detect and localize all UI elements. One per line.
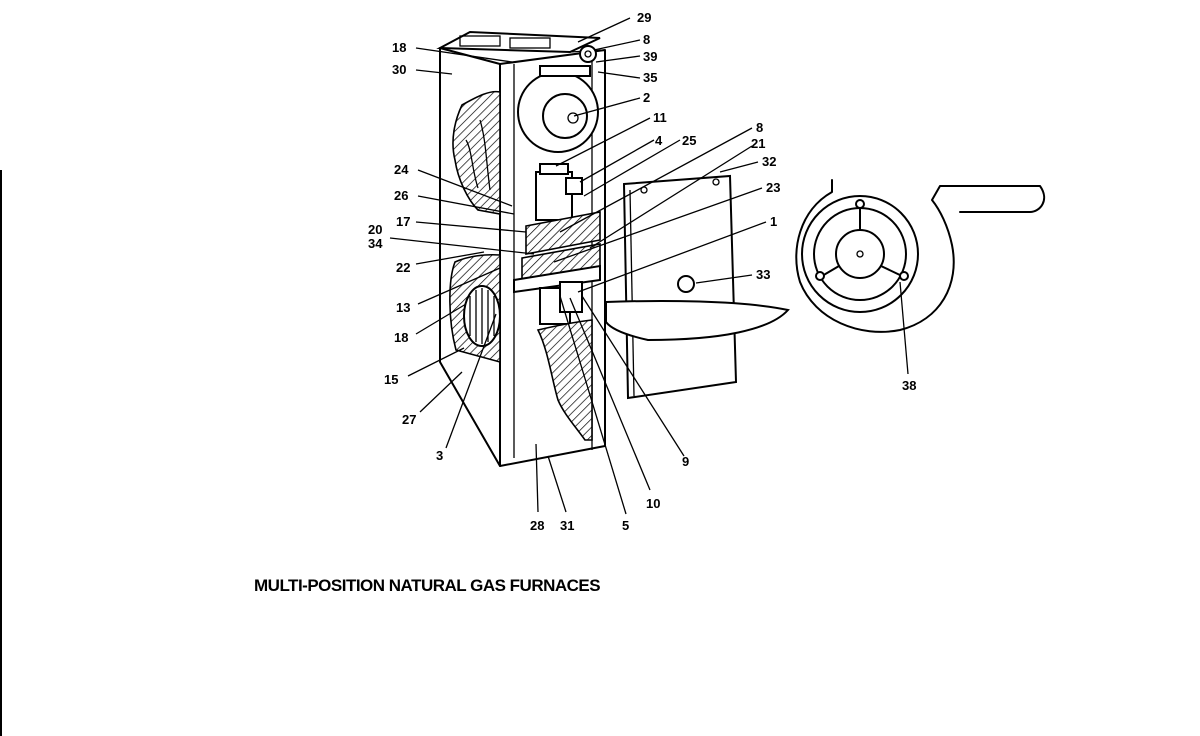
leader-lines: [389, 17, 909, 515]
callout-4: 4: [655, 133, 663, 148]
callout-32: 32: [762, 154, 776, 169]
furnace-cabinet: [436, 30, 606, 467]
callout-18: 18: [392, 40, 406, 55]
top-vent-block: [509, 37, 551, 49]
callout-1: 1: [770, 214, 777, 229]
blower-assembly: [795, 179, 1046, 333]
callout-39: 39: [643, 49, 657, 64]
callout-17: 17: [396, 214, 410, 229]
diagram-caption: MULTI-POSITION NATURAL GAS FURNACES: [254, 576, 601, 595]
callout-38: 38: [902, 378, 916, 393]
callout-31: 31: [560, 518, 574, 533]
callout-2: 2: [643, 90, 650, 105]
callout-8-b: 8: [756, 120, 763, 135]
blower-shelf: [513, 264, 601, 294]
callout-15: 15: [384, 372, 398, 387]
door-knob: [677, 275, 695, 293]
callout-13: 13: [396, 300, 410, 315]
cabinet-top-panel: [436, 30, 601, 54]
callout-11: 11: [653, 110, 667, 125]
blower-hub: [835, 229, 885, 279]
flue-collar: [539, 65, 591, 77]
callout-34: 34: [368, 236, 383, 251]
pressure-switch: [565, 177, 583, 195]
callout-9: 9: [682, 454, 689, 469]
callout-28: 28: [530, 518, 544, 533]
door-curved-flap: [605, 299, 790, 342]
lower-cutaway: [536, 319, 593, 441]
callout-10: 10: [646, 496, 660, 511]
gas-valve-top: [539, 163, 569, 175]
page-edge-line: [0, 170, 2, 736]
callout-29: 29: [637, 10, 651, 25]
access-door-panel: [605, 174, 790, 400]
callout-27: 27: [402, 412, 416, 427]
callout-5: 5: [622, 518, 629, 533]
callout-8: 8: [643, 32, 650, 47]
callout-30: 30: [392, 62, 406, 77]
inducer-motor: [542, 93, 588, 139]
callout-24: 24: [394, 162, 409, 177]
callout-23: 23: [766, 180, 780, 195]
callout-25: 25: [682, 133, 696, 148]
callout-21: 21: [751, 136, 765, 151]
callout-3: 3: [436, 448, 443, 463]
callout-26: 26: [394, 188, 408, 203]
blower-housing: [795, 179, 1046, 333]
callout-18-b: 18: [394, 330, 408, 345]
callout-35: 35: [643, 70, 657, 85]
burner-assembly: [525, 211, 601, 255]
top-vent-block: [459, 35, 501, 47]
heat-exchanger-cutaway: [452, 90, 501, 215]
callout-22: 22: [396, 260, 410, 275]
callout-20: 20: [368, 222, 382, 237]
blower-outer-ring: [801, 195, 919, 313]
callout-33: 33: [756, 267, 770, 282]
callout-labels: 29 8 39 35 2 11 4 25 8 21 32 23 1 33 38 …: [368, 10, 916, 533]
flue-pipe-top: [579, 45, 597, 63]
